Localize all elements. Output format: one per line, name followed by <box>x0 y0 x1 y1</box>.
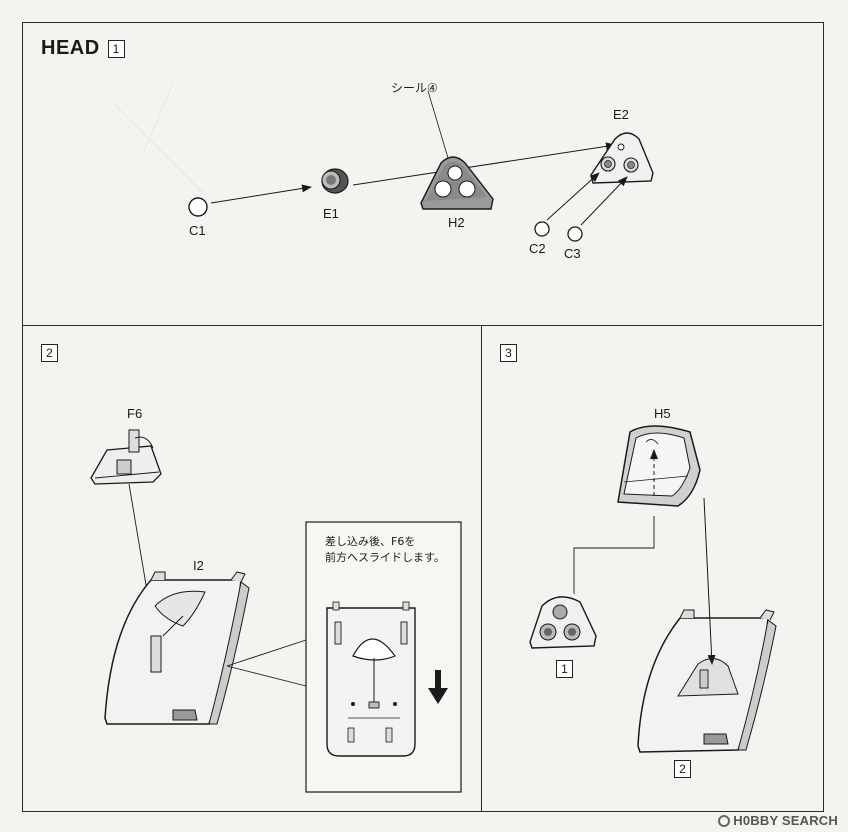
label-e2: E2 <box>613 107 629 122</box>
label-e1: E1 <box>323 206 339 221</box>
label-c1: C1 <box>189 223 206 238</box>
label-c3: C3 <box>564 246 581 261</box>
step-3-panel: 3 <box>482 326 822 811</box>
callout-leader-top <box>226 639 307 667</box>
subassembly-2-body <box>637 609 777 753</box>
part-e1-cylinder <box>321 168 349 194</box>
arrow-c2-to-e2 <box>546 172 600 221</box>
part-c3-ring <box>567 226 583 242</box>
label-c2: C2 <box>529 241 546 256</box>
head-title-text: HEAD <box>41 37 100 59</box>
step-1-head-panel: HEAD 1 <box>23 23 822 326</box>
detail-slide-view <box>326 601 416 757</box>
step-2-diagram <box>90 429 462 793</box>
watermark-text: H0BBY SEARCH <box>733 813 838 828</box>
subassembly-1-face <box>529 596 597 649</box>
arrow-c3-to-e2 <box>580 176 628 226</box>
part-i2 <box>104 571 250 725</box>
instruction-sheet: HEAD 1 <box>22 22 824 812</box>
sticker-leader-line <box>427 90 449 159</box>
step-3-diagram <box>529 425 777 753</box>
arrow-c1-to-e1 <box>210 184 312 204</box>
label-f6: F6 <box>127 406 143 421</box>
step-1-diagram <box>112 82 654 242</box>
note-line-1: 差し込み後、F6を <box>325 535 416 548</box>
guide-sub1-to-h5 <box>573 516 655 594</box>
label-h2: H2 <box>448 215 465 230</box>
label-sticker-4: シール④ <box>391 81 438 95</box>
arrow-e1-to-e2 <box>352 142 616 186</box>
label-i2: I2 <box>193 558 204 573</box>
label-h5: H5 <box>654 406 671 421</box>
ref-step-1-box: 1 <box>556 660 573 678</box>
part-c2-ring <box>534 221 550 237</box>
part-h5-shell <box>617 425 701 507</box>
part-f6 <box>90 429 162 485</box>
step-1-title: HEAD 1 <box>41 37 125 60</box>
step-2-number-box: 2 <box>41 344 58 362</box>
step-2-panel: 2 <box>23 326 482 811</box>
step-1-number-box: 1 <box>107 39 125 58</box>
note-line-2: 前方へスライドします。 <box>325 551 445 564</box>
callout-leader-bottom <box>226 665 307 687</box>
arrow-h5-to-body <box>703 497 716 665</box>
watermark-logo-icon <box>718 814 731 827</box>
watermark: H0BBY SEARCH <box>718 813 838 828</box>
ref-step-2-box: 2 <box>674 760 691 778</box>
step-3-number-box: 3 <box>500 344 517 362</box>
part-e2-head-piece <box>590 132 654 184</box>
slide-direction-arrow-icon <box>428 670 448 704</box>
part-c1-ring <box>188 197 208 217</box>
slide-instruction-note: 差し込み後、F6を 前方へスライドします。 <box>325 534 445 566</box>
part-h2-sticker <box>420 156 494 210</box>
